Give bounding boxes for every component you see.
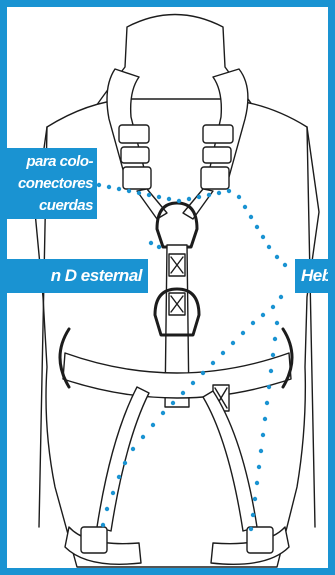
connectors-callout: para colo- conectores cuerdas [7,148,97,219]
connectors-label-line-2: conectores [7,173,93,195]
sternal-ring-callout: n D esternal [7,259,148,293]
connectors-label-line-3: cuerdas [7,195,93,217]
connectors-label-line-1: para colo- [7,151,93,173]
buckle-callout: Hebi [295,259,335,293]
